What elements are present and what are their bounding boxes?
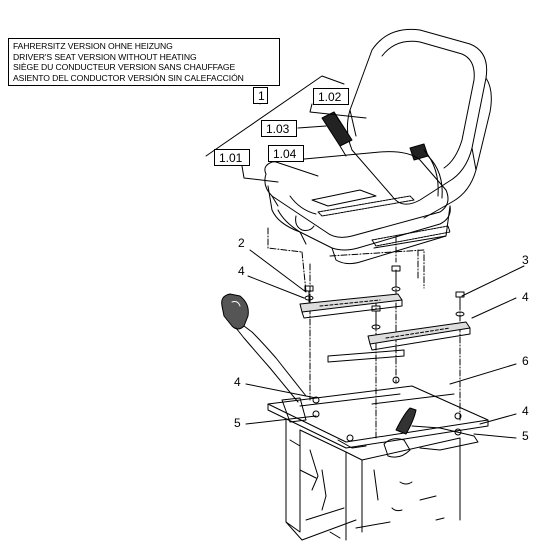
callout-assembly: 1: [253, 87, 268, 104]
callout-belt: 1.03: [261, 120, 297, 137]
lower-mechanism: [337, 407, 479, 458]
callout-backrest: 1.02: [313, 88, 349, 105]
seat-cushion: [264, 151, 451, 265]
callout-washer-base-left: 4: [234, 375, 241, 389]
callout-cushion: 1.01: [214, 149, 250, 166]
bolts: [304, 265, 465, 323]
leader-lines: [241, 103, 525, 439]
callout-nut-right: 5: [522, 429, 529, 443]
callout-bolt-right: 3: [522, 253, 529, 267]
title-line-fr: SIÈGE DU CONDUCTEUR VERSION SANS CHAUFFA…: [13, 62, 236, 72]
nuts: [312, 376, 462, 442]
title-line-en: DRIVER'S SEAT VERSION WITHOUT HEATING: [13, 51, 197, 62]
seat-belt-left: [321, 111, 353, 157]
connecting-strap: [327, 349, 405, 363]
base-plate: [267, 385, 489, 449]
callout-nut-left: 5: [234, 416, 241, 430]
title-line-de: FAHRERSITZ VERSION OHNE HEIZUNG: [13, 41, 173, 51]
title-line-es: ASIENTO DEL CONDUCTOR VERSIÓN SIN CALEFA…: [13, 72, 244, 83]
slide-rail-right: [367, 321, 471, 351]
seat-base-frame: [285, 419, 461, 541]
callout-washer-left: 4: [238, 264, 245, 278]
callout-bolt-left: 2: [238, 236, 245, 250]
title-block: FAHRERSITZ VERSION OHNE HEIZUNG DRIVER'S…: [8, 38, 280, 86]
adjustment-lever: [221, 293, 307, 403]
slide-rail-left: [299, 293, 403, 319]
seat-belt-buckle: [409, 143, 443, 199]
callout-cushion-cover: 1.04: [268, 145, 304, 162]
seat-backrest: [346, 28, 492, 219]
callout-washer-right: 4: [522, 290, 529, 304]
washers: [304, 286, 465, 330]
center-lines: [267, 227, 461, 441]
callout-washer-base-right: 4: [522, 404, 529, 418]
callout-strap: 6: [522, 354, 529, 368]
